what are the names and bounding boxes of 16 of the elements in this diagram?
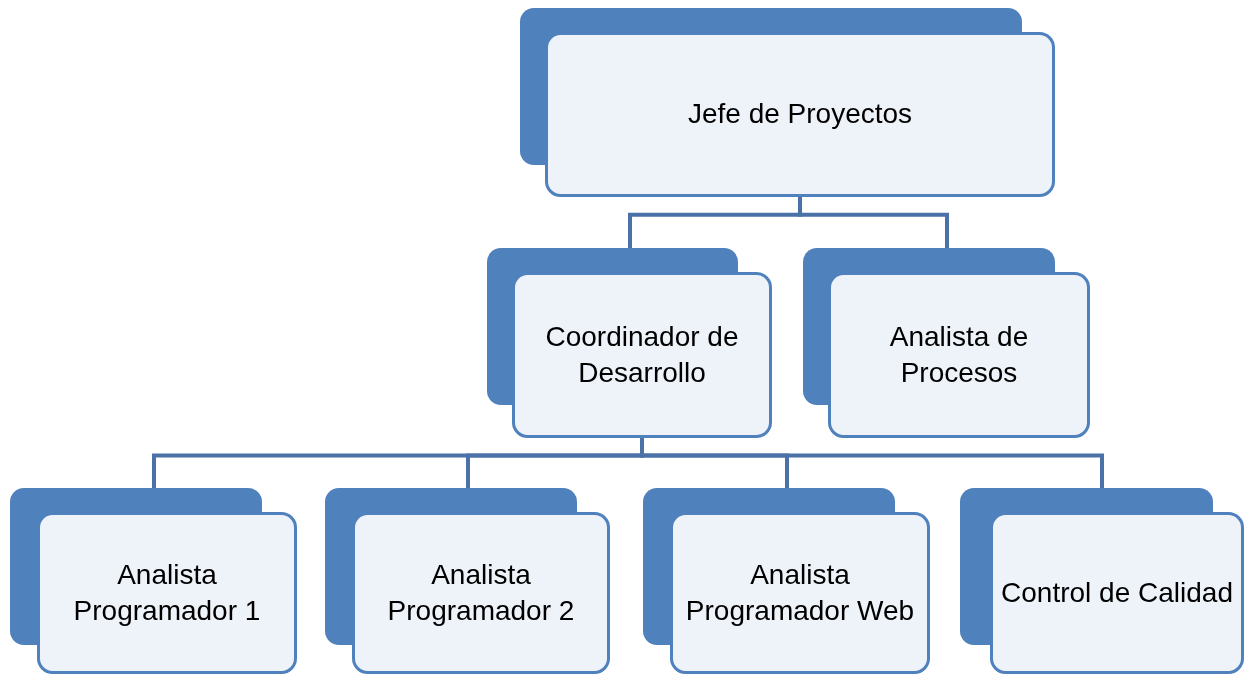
org-chart-box — [10, 488, 297, 674]
org-chart-box — [325, 488, 610, 674]
org-chart-box — [520, 8, 1055, 197]
org-chart-box — [643, 488, 930, 674]
connector-line — [640, 438, 1104, 488]
box-label: Analista de Procesos — [888, 319, 1030, 390]
box-label: Analista Programador 2 — [386, 557, 576, 628]
org-chart-box — [960, 488, 1244, 674]
box-label: Jefe de Proyectos — [687, 97, 913, 132]
box-label: Control de Calidad — [1001, 575, 1233, 610]
box-label: Analista Programador Web — [684, 557, 916, 628]
box-label: Coordinador de Desarrollo — [544, 319, 740, 390]
org-chart-box — [803, 248, 1090, 438]
box-label: Analista Programador 1 — [72, 557, 262, 628]
org-chart-box — [487, 248, 772, 438]
connector-line — [798, 197, 949, 248]
